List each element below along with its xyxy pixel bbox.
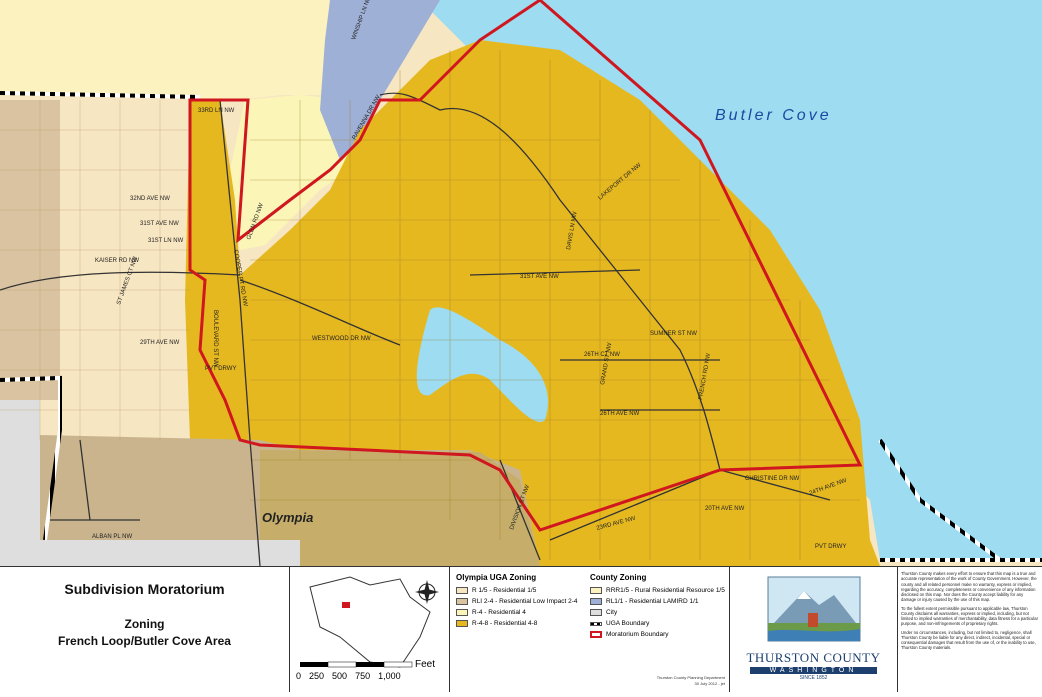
- legend-swatch: [590, 621, 602, 626]
- legend-swatch: [590, 598, 602, 605]
- road-label: ALBAN PL NW: [92, 534, 132, 540]
- road-label: 26TH AVE NW: [600, 411, 640, 417]
- roads: [0, 92, 831, 566]
- road-label: 31ST AVE NW: [140, 221, 179, 227]
- scale-ticks: 0 250 500 750 1,000: [296, 671, 401, 681]
- road-label: PVT DRWY: [815, 544, 846, 550]
- legend-item: RLI 2-4 - Residential Low Impact 2-4: [456, 598, 578, 605]
- legend-item: R 1/5 - Residential 1/5: [456, 587, 536, 594]
- map-area-name: French Loop/Butler Cove Area: [58, 634, 231, 648]
- scale-tick: 1,000: [378, 671, 401, 681]
- credit-line-1: Thurston County Planning Department: [656, 675, 725, 680]
- legend-swatch: [456, 598, 468, 605]
- locator-map: [300, 576, 439, 668]
- legend-swatch: [456, 609, 468, 616]
- uga-boundary: [0, 91, 1042, 562]
- zoning-map[interactable]: Butler Cove Olympia 33RD LN NW 32ND AVE N…: [0, 0, 1042, 566]
- zone-r48: [185, 40, 880, 566]
- logo-state: WASHINGTON: [750, 667, 877, 674]
- road-label: 33RD LN NW: [198, 108, 235, 114]
- scale-unit: Feet: [415, 659, 436, 670]
- road-label: 31ST AVE NW: [520, 274, 559, 280]
- legend-label: RRR1/5 - Rural Residential Resource 1/5: [606, 587, 725, 594]
- legend-item: RRR1/5 - Rural Residential Resource 1/5: [590, 587, 725, 594]
- legend-label: City: [606, 609, 618, 616]
- zone-olympia-mixed: [260, 450, 540, 566]
- legend-item: Moratorium Boundary: [590, 631, 669, 638]
- disclaimer-paragraph: Under no circumstances, including, but n…: [901, 629, 1036, 651]
- road-label: 26TH CT NW: [584, 352, 620, 358]
- legend-label: R 1/5 - Residential 1/5: [472, 587, 537, 594]
- scale-tick: 250: [309, 671, 325, 681]
- legend-label: RLI 2-4 - Residential Low Impact 2-4: [472, 598, 578, 605]
- legend-item: City: [590, 609, 617, 616]
- city-label: Olympia: [262, 510, 313, 525]
- road-label: BOULEVARD ST NW: [212, 310, 218, 368]
- zone-city-west: [0, 400, 40, 566]
- north-arrow-icon: [415, 580, 439, 604]
- legend-box: Olympia UGA Zoning County Zoning R 1/5 -…: [450, 567, 730, 692]
- map-title: Subdivision Moratorium: [64, 581, 225, 597]
- legend-swatch: [590, 609, 602, 616]
- disclaimer-box: Thurston County makes every effort to en…: [898, 567, 1042, 692]
- county-logo: THURSTON COUNTY WASHINGTON SINCE 1852: [730, 567, 898, 692]
- road-label: CHRISTINE DR NW: [745, 476, 800, 482]
- logo-since: SINCE 1852: [799, 675, 828, 681]
- legend-item: R-4 - Residential 4: [456, 609, 526, 616]
- credit-line-2: 30 July 2012 - jet: [694, 681, 725, 686]
- legend-label: R-4 - Residential 4: [472, 609, 526, 616]
- road-label: PVT DRWY: [205, 366, 236, 372]
- legend-item: RL1/1 - Residential LAMIRD 1/1: [590, 598, 699, 605]
- legend-label: Moratorium Boundary: [606, 631, 669, 638]
- logo-name: THURSTON COUNTY: [746, 650, 881, 665]
- legend-panel: Subdivision Moratorium Zoning French Loo…: [0, 566, 1042, 692]
- map-subtitle: Zoning: [124, 617, 165, 631]
- scale-tick: 0: [296, 671, 302, 681]
- zone-city: [0, 540, 300, 566]
- road-label: KAISER RD NW: [95, 258, 139, 264]
- scale-tick: 750: [355, 671, 371, 681]
- locator-box: Feet 0 250 500 750 1,000: [290, 567, 450, 692]
- moratorium-boundary: [188, 0, 863, 532]
- olympia-zoning-heading: Olympia UGA Zoning: [456, 573, 537, 582]
- road-label: 29TH AVE NW: [140, 340, 180, 346]
- locator-highlight: [342, 602, 350, 608]
- legend-item: UGA Boundary: [590, 620, 649, 627]
- disclaimer-paragraph: To the fullest extent permissible pursua…: [901, 605, 1039, 627]
- scale-bar: [300, 661, 413, 668]
- road-label: 32ND AVE NW: [130, 196, 170, 202]
- legend-label: RL1/1 - Residential LAMIRD 1/1: [606, 598, 699, 605]
- scale-tick: 500: [332, 671, 348, 681]
- parcel-lines-west: [0, 100, 190, 440]
- lake: [416, 307, 548, 422]
- legend-swatch: [590, 587, 602, 594]
- legend-swatch: [456, 620, 468, 627]
- road-label: SUMNER ST NW: [650, 331, 697, 337]
- legend-label: R-4-8 - Residential 4-8: [472, 620, 538, 627]
- title-box: Subdivision Moratorium Zoning French Loo…: [0, 567, 290, 692]
- road-label: 20TH AVE NW: [705, 506, 745, 512]
- county-zoning-heading: County Zoning: [590, 573, 647, 582]
- zone-rrr: [0, 0, 330, 100]
- legend-item: R-4-8 - Residential 4-8: [456, 620, 537, 627]
- zone-r4: [230, 95, 355, 250]
- road-label: WESTWOOD DR NW: [312, 336, 371, 342]
- legend-swatch: [590, 631, 602, 638]
- disclaimer-paragraph: Thurston County makes every effort to en…: [901, 571, 1037, 603]
- legend-swatch: [456, 587, 468, 594]
- county-seal-icon: [767, 576, 860, 642]
- legend-label: UGA Boundary: [606, 620, 650, 627]
- road-label: 31ST LN NW: [148, 238, 184, 244]
- water-label: Butler Cove: [715, 107, 832, 124]
